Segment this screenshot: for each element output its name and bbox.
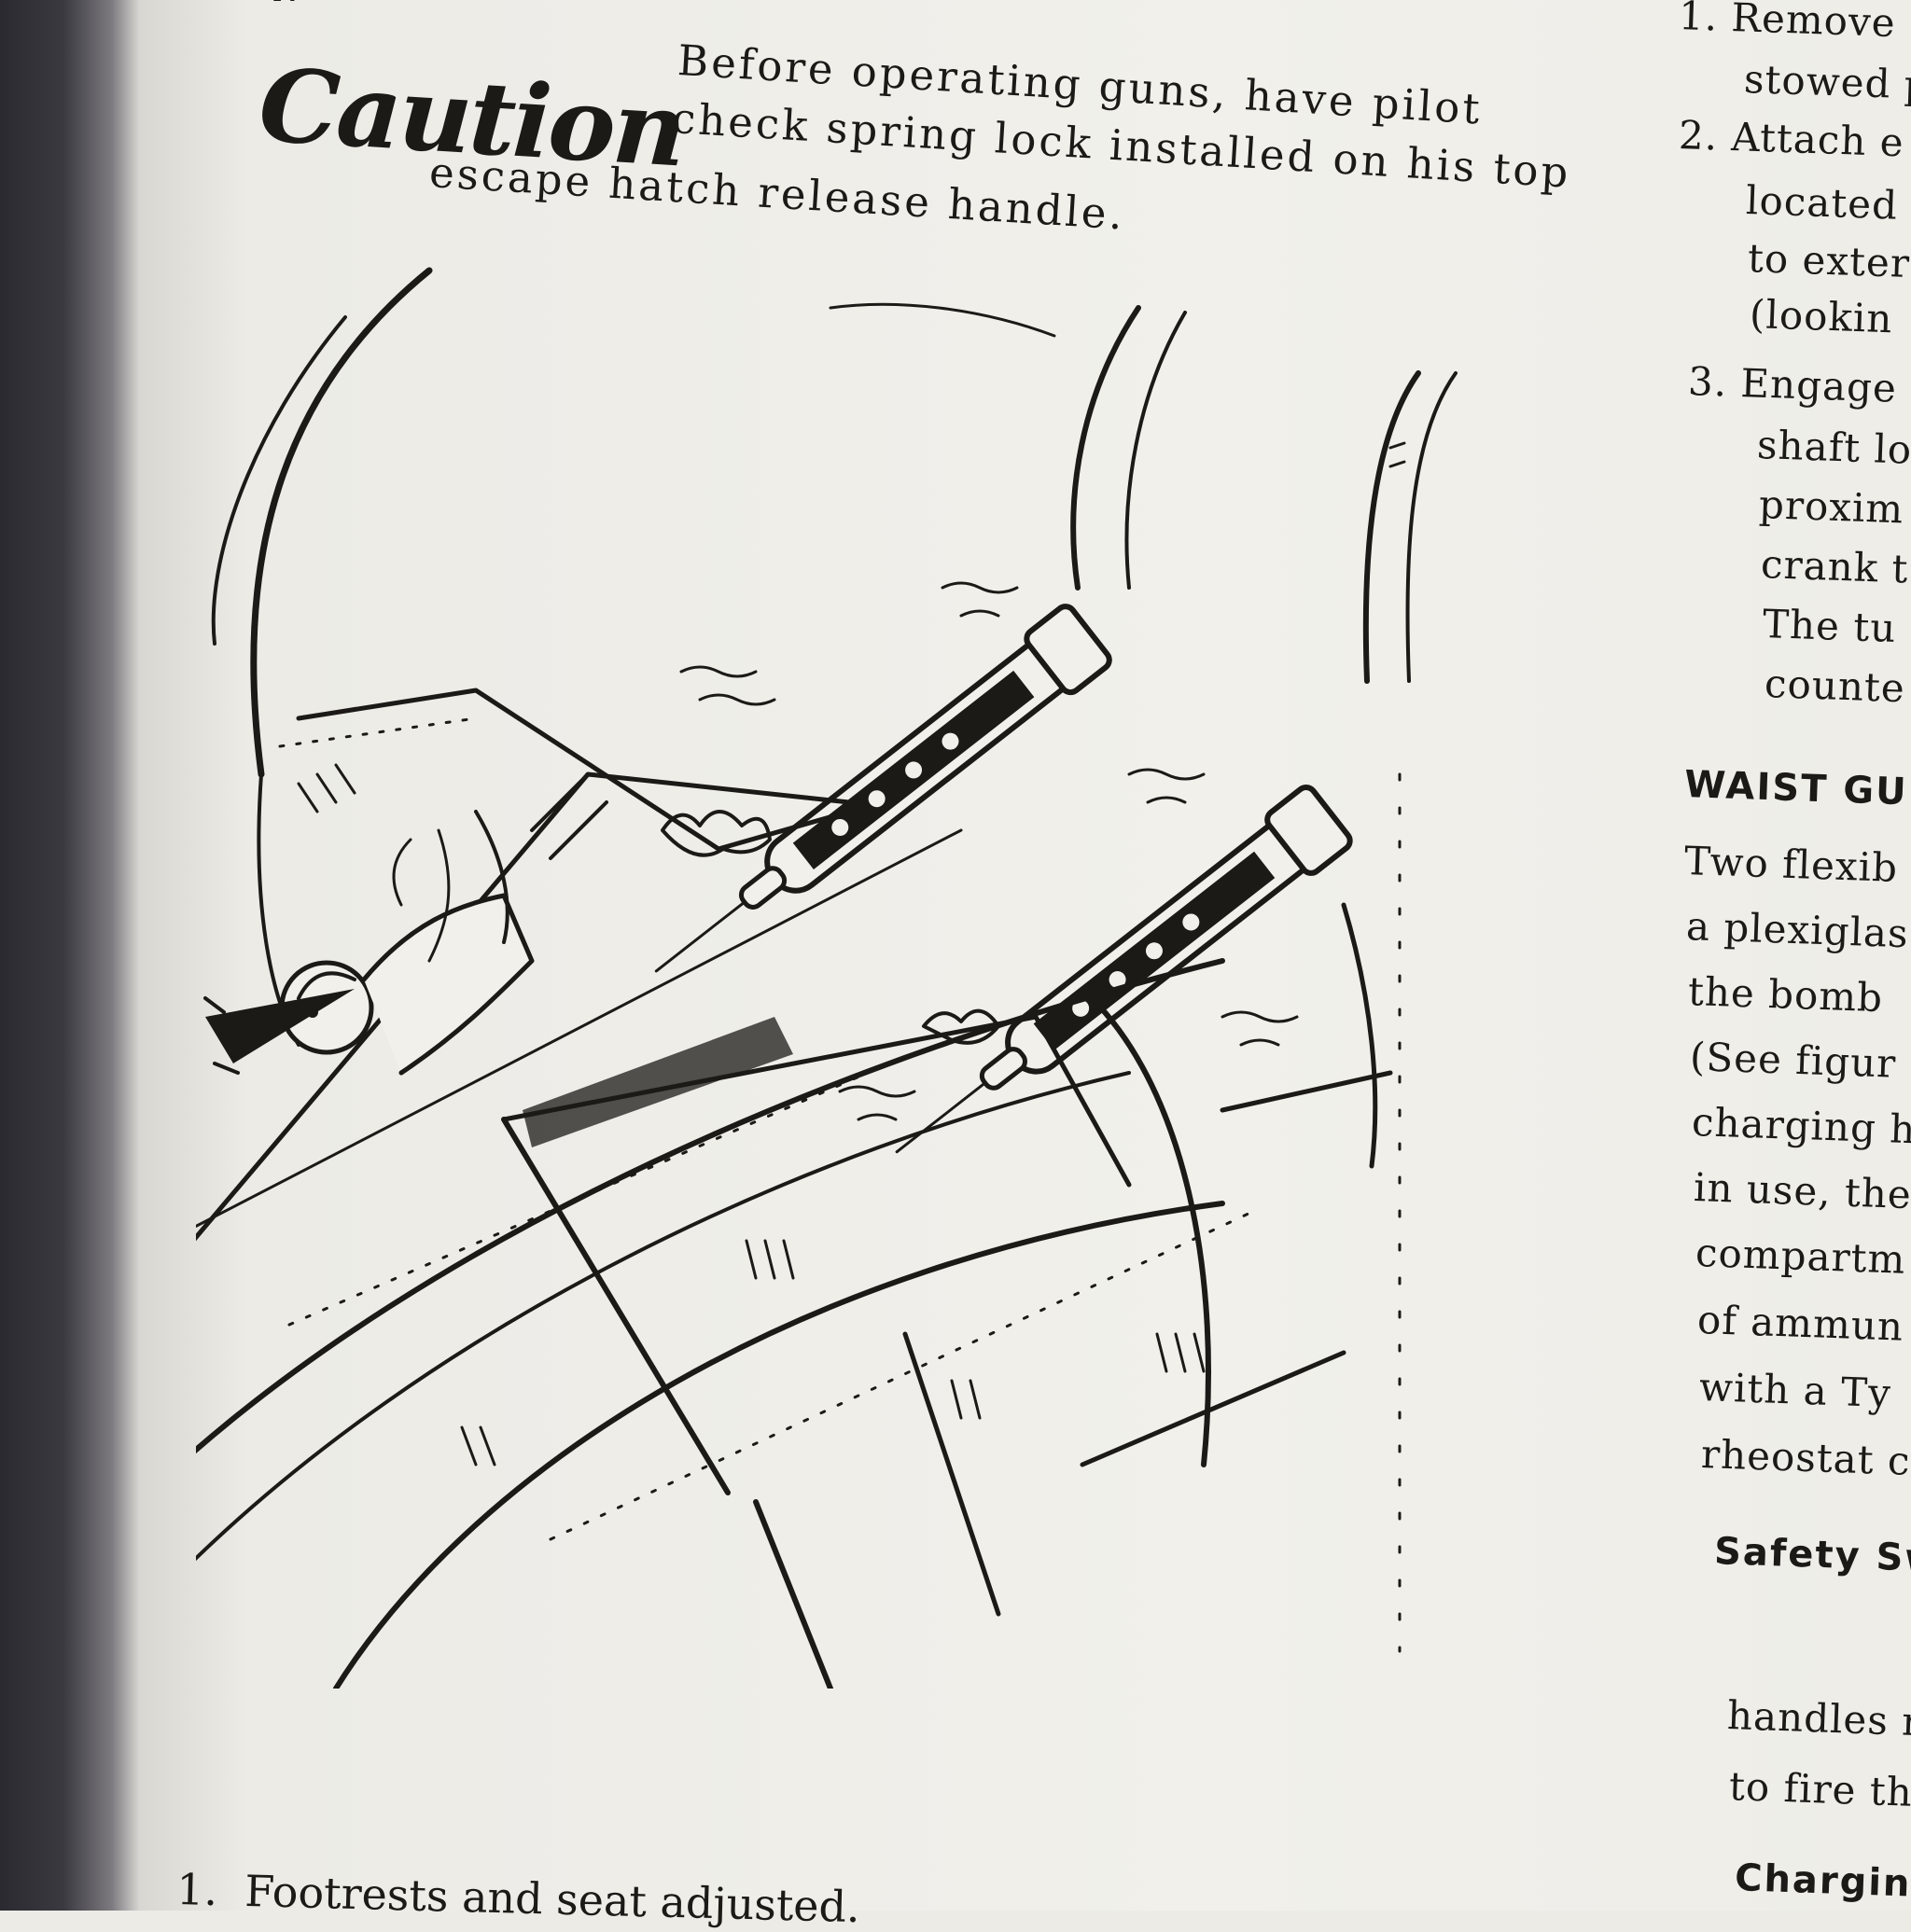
right-line: stowed p — [1743, 56, 1911, 108]
right-para-line: compartm — [1695, 1230, 1907, 1283]
right-para-line: in use, the — [1693, 1164, 1911, 1218]
right-para-line: Two flexib — [1683, 838, 1899, 891]
gunner-figure — [279, 772, 608, 1076]
right-text-column: 1. Remove stowed p 2. Attach e located t… — [1670, 0, 1911, 1911]
right-line: (lookin — [1749, 291, 1894, 342]
right-after-line: to fire th — [1728, 1763, 1911, 1815]
right-para-line: the bomb — [1687, 968, 1884, 1022]
right-line: shaft lo — [1756, 422, 1911, 473]
right-line: The tu — [1762, 601, 1898, 651]
right-line: 1. Remove — [1678, 0, 1897, 47]
right-line: crank t — [1760, 541, 1910, 592]
page-header-fragment: N — [272, 0, 300, 8]
right-line: located — [1745, 177, 1899, 229]
right-line: proxim — [1758, 481, 1905, 533]
right-para-line: (See figur — [1689, 1034, 1898, 1087]
gun-turret-illustration — [196, 267, 1458, 1689]
book-spine-shadow — [0, 0, 140, 1911]
right-para-line: rheostat c — [1700, 1431, 1911, 1484]
step-1-number: 1. — [175, 1864, 218, 1916]
right-after-line: handles r — [1726, 1692, 1911, 1745]
turret-arc-outer — [250, 267, 433, 778]
right-line: counte — [1764, 660, 1906, 712]
charging-subheading: Charging — [1734, 1856, 1911, 1907]
waist-guns-heading: WAIST GU — [1683, 763, 1909, 814]
right-para-line: a plexiglas — [1685, 903, 1910, 957]
safety-switch-subheading: Safety Sw — [1713, 1530, 1911, 1581]
right-line: 3. Engage — [1687, 358, 1898, 411]
right-line: 2. Attach e — [1678, 112, 1905, 166]
right-para-line: with a Ty — [1698, 1364, 1892, 1417]
right-para-line: charging h — [1691, 1099, 1911, 1153]
lower-gun — [895, 785, 1353, 1154]
upper-gun — [654, 604, 1112, 973]
right-line: to exter — [1747, 235, 1911, 287]
right-para-line: of ammun — [1696, 1297, 1904, 1350]
